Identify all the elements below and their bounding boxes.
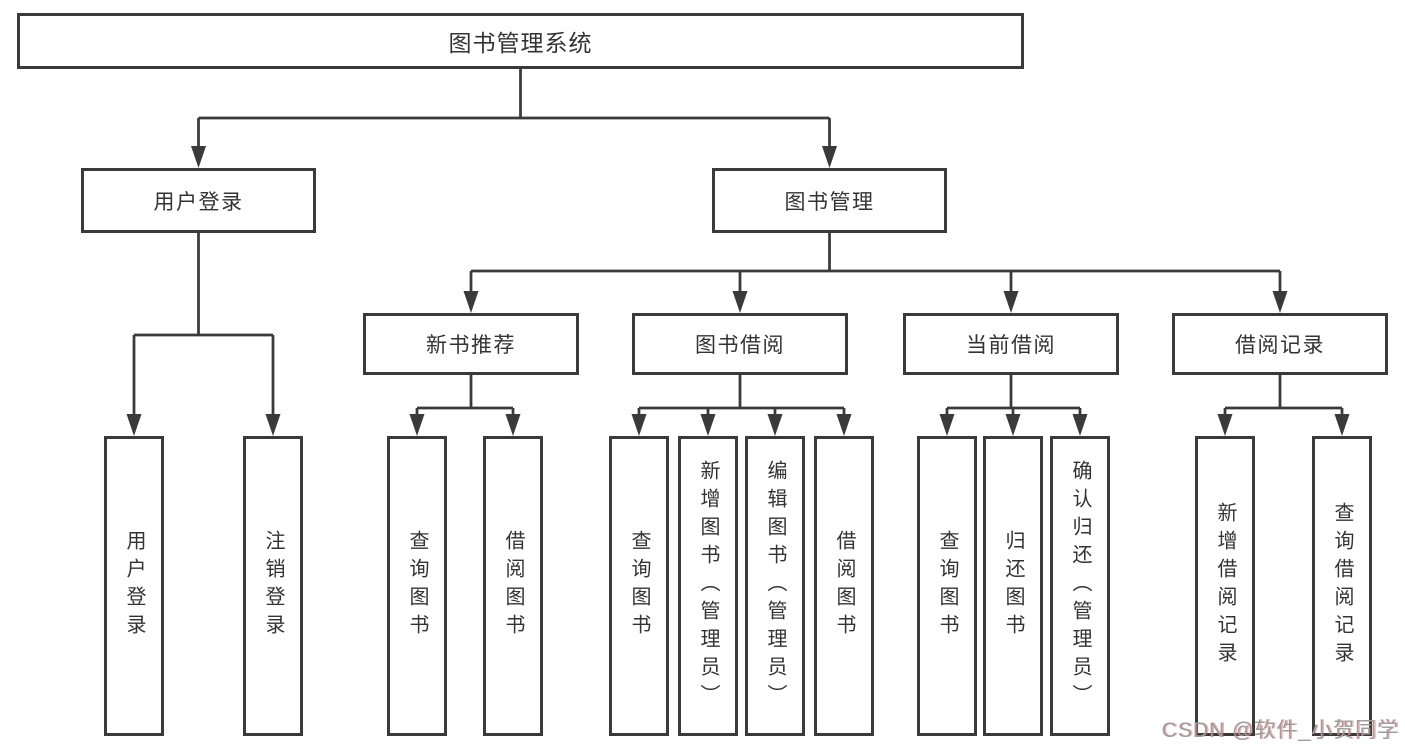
- leaf-current-confirm-return: 确认归还（管理员）: [1050, 436, 1110, 736]
- node-user-login-label: 用户登录: [153, 190, 244, 214]
- arrowhead-icon: [409, 414, 425, 436]
- node-borrow-records-label: 借阅记录: [1235, 334, 1325, 357]
- leaf-current-query-book: 查询图书: [917, 436, 977, 736]
- leaf-recommend-query-book: 查询图书: [387, 436, 447, 736]
- connector-path: [1223, 375, 1344, 416]
- leaf-user-login: 用户登录: [104, 436, 164, 736]
- arrowhead-icon: [505, 414, 521, 436]
- leaf-records-query-record: 查询借阅记录: [1312, 436, 1372, 736]
- node-borrow-records: 借阅记录: [1172, 313, 1388, 375]
- leaf-borrow-edit-book: 编辑图书（管理员）: [745, 436, 805, 736]
- leaf-logout: 注销登录: [243, 436, 303, 736]
- connector-path: [197, 69, 831, 148]
- leaf-logout-label: 注销登录: [262, 530, 284, 642]
- node-book-borrow: 图书借阅: [632, 313, 848, 375]
- arrowhead-icon: [126, 414, 142, 436]
- node-new-book-recommend: 新书推荐: [363, 313, 579, 375]
- leaf-borrow-borrow-book-label: 借阅图书: [833, 530, 855, 642]
- node-current-borrow-label: 当前借阅: [966, 334, 1056, 357]
- connector-path: [132, 233, 275, 416]
- node-new-book-recommend-label: 新书推荐: [426, 334, 516, 357]
- arrowhead-icon: [767, 414, 783, 436]
- arrowhead-icon: [1334, 414, 1350, 436]
- node-book-management-label: 图书管理: [784, 190, 875, 214]
- connector-path: [637, 375, 846, 416]
- node-book-borrow-label: 图书借阅: [695, 334, 785, 357]
- leaf-records-add-record: 新增借阅记录: [1195, 436, 1255, 736]
- leaf-recommend-query-book-label: 查询图书: [406, 530, 428, 642]
- leaf-recommend-borrow-book-label: 借阅图书: [502, 530, 524, 642]
- leaf-borrow-add-book: 新增图书（管理员）: [678, 436, 738, 736]
- leaf-borrow-borrow-book: 借阅图书: [814, 436, 874, 736]
- connector-path: [945, 375, 1082, 416]
- leaf-borrow-query-book-label: 查询图书: [628, 530, 650, 642]
- leaf-current-query-book-label: 查询图书: [936, 530, 958, 642]
- leaf-records-query-record-label: 查询借阅记录: [1331, 502, 1353, 670]
- arrowhead-icon: [631, 414, 647, 436]
- connector-path: [469, 233, 1282, 293]
- arrowhead-icon: [822, 146, 837, 168]
- arrowhead-icon: [265, 414, 281, 436]
- leaf-borrow-add-book-label: 新增图书（管理员）: [697, 460, 719, 712]
- node-current-borrow: 当前借阅: [903, 313, 1119, 375]
- arrowhead-icon: [1005, 414, 1021, 436]
- arrowhead-icon: [700, 414, 716, 436]
- node-library-system-label: 图书管理系统: [448, 30, 593, 56]
- leaf-records-add-record-label: 新增借阅记录: [1214, 502, 1236, 670]
- leaf-recommend-borrow-book: 借阅图书: [483, 436, 543, 736]
- watermark: CSDN @软件_小贺同学: [1161, 719, 1399, 742]
- arrowhead-icon: [1003, 291, 1019, 313]
- arrowhead-icon: [1217, 414, 1233, 436]
- arrowhead-icon: [1072, 414, 1088, 436]
- arrowhead-icon: [1272, 291, 1288, 313]
- leaf-current-return-book: 归还图书: [983, 436, 1043, 736]
- connector-path: [415, 375, 515, 416]
- node-book-management: 图书管理: [712, 168, 947, 233]
- leaf-user-login-label: 用户登录: [123, 530, 145, 642]
- arrowhead-icon: [732, 291, 748, 313]
- leaf-current-confirm-return-label: 确认归还（管理员）: [1069, 460, 1091, 712]
- arrowhead-icon: [463, 291, 479, 313]
- node-library-system: 图书管理系统: [17, 13, 1024, 69]
- arrowhead-icon: [191, 146, 206, 168]
- arrowhead-icon: [939, 414, 955, 436]
- arrowhead-icon: [836, 414, 852, 436]
- leaf-borrow-edit-book-label: 编辑图书（管理员）: [764, 460, 786, 712]
- leaf-borrow-query-book: 查询图书: [609, 436, 669, 736]
- node-user-login: 用户登录: [81, 168, 316, 233]
- leaf-current-return-book-label: 归还图书: [1002, 530, 1024, 642]
